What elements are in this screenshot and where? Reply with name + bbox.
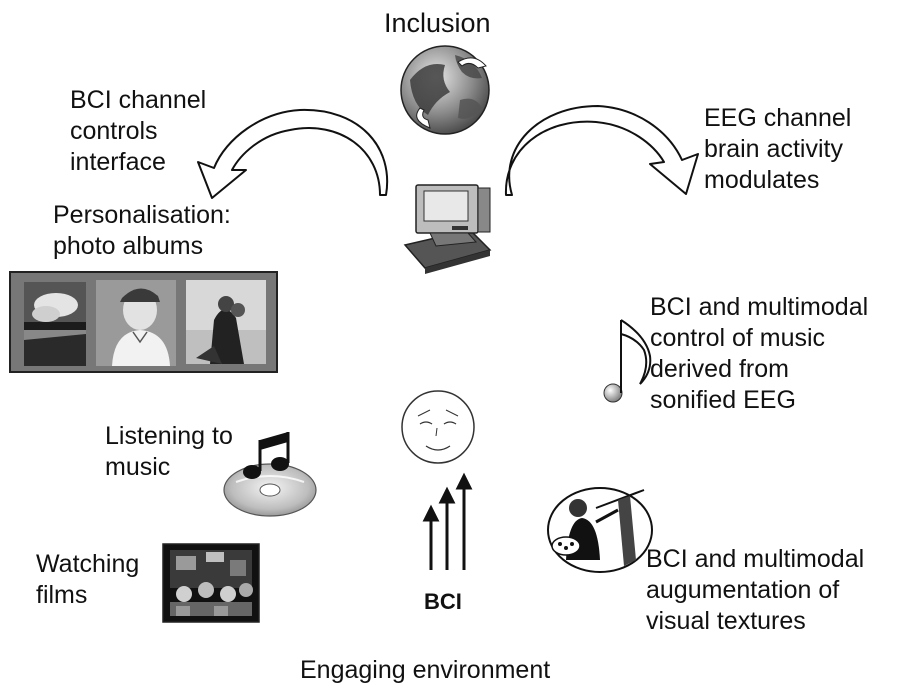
curved-arrow-left	[197, 108, 389, 199]
visual-textures-line-1: BCI and multimodal	[646, 545, 865, 573]
personalisation-line-2: photo albums	[53, 232, 204, 260]
computer-icon	[403, 184, 492, 274]
watching-line-1: Watching	[36, 550, 140, 578]
music-control-line-1: BCI and multimodal	[650, 293, 869, 321]
personalisation-label: Personalisation: photo albums	[53, 200, 231, 262]
footer-label: Engaging environment	[300, 656, 551, 684]
eeg-channel-label: EEG channel brain activity modulates	[704, 103, 851, 196]
watching-label: Watching films	[36, 549, 139, 611]
visual-textures-line-2: augumentation of	[646, 576, 840, 604]
bci-channel-line-1: BCI channel	[70, 86, 207, 114]
curved-arrow-right	[504, 105, 699, 196]
music-control-line-3: derived from	[650, 355, 789, 383]
watching-line-2: films	[36, 581, 88, 609]
music-control-line-2: control of music	[650, 324, 826, 352]
personalisation-line-1: Personalisation:	[53, 201, 231, 229]
cd-music-icon	[223, 432, 317, 517]
eeg-channel-line-1: EEG channel	[704, 104, 852, 132]
bci-channel-label: BCI channel controls interface	[70, 85, 206, 178]
visual-textures-label: BCI and multimodal augumentation of visu…	[646, 544, 864, 637]
listening-label: Listening to music	[105, 421, 233, 483]
music-control-label: BCI and multimodal control of music deri…	[650, 292, 868, 416]
visual-textures-line-3: visual textures	[646, 607, 806, 635]
photo-boy	[96, 280, 176, 366]
bci-channel-line-2: controls	[70, 117, 158, 145]
film-icon	[162, 543, 260, 623]
music-control-line-4: sonified EEG	[650, 386, 796, 414]
photo-album	[9, 271, 278, 373]
painter-icon	[547, 487, 653, 573]
listening-line-1: Listening to	[105, 422, 233, 450]
face-icon	[401, 390, 475, 464]
bci-label: BCI	[424, 589, 462, 614]
globe-icon	[400, 45, 490, 135]
photo-landscape	[24, 282, 86, 366]
photo-couple	[186, 280, 266, 364]
bci-channel-line-3: interface	[70, 148, 166, 176]
up-arrows-icon	[422, 472, 473, 570]
eeg-channel-line-3: modulates	[704, 166, 820, 194]
eeg-channel-line-2: brain activity	[704, 135, 843, 163]
music-note-icon	[603, 319, 652, 403]
listening-line-2: music	[105, 453, 171, 481]
diagram-title: Inclusion	[384, 8, 491, 38]
